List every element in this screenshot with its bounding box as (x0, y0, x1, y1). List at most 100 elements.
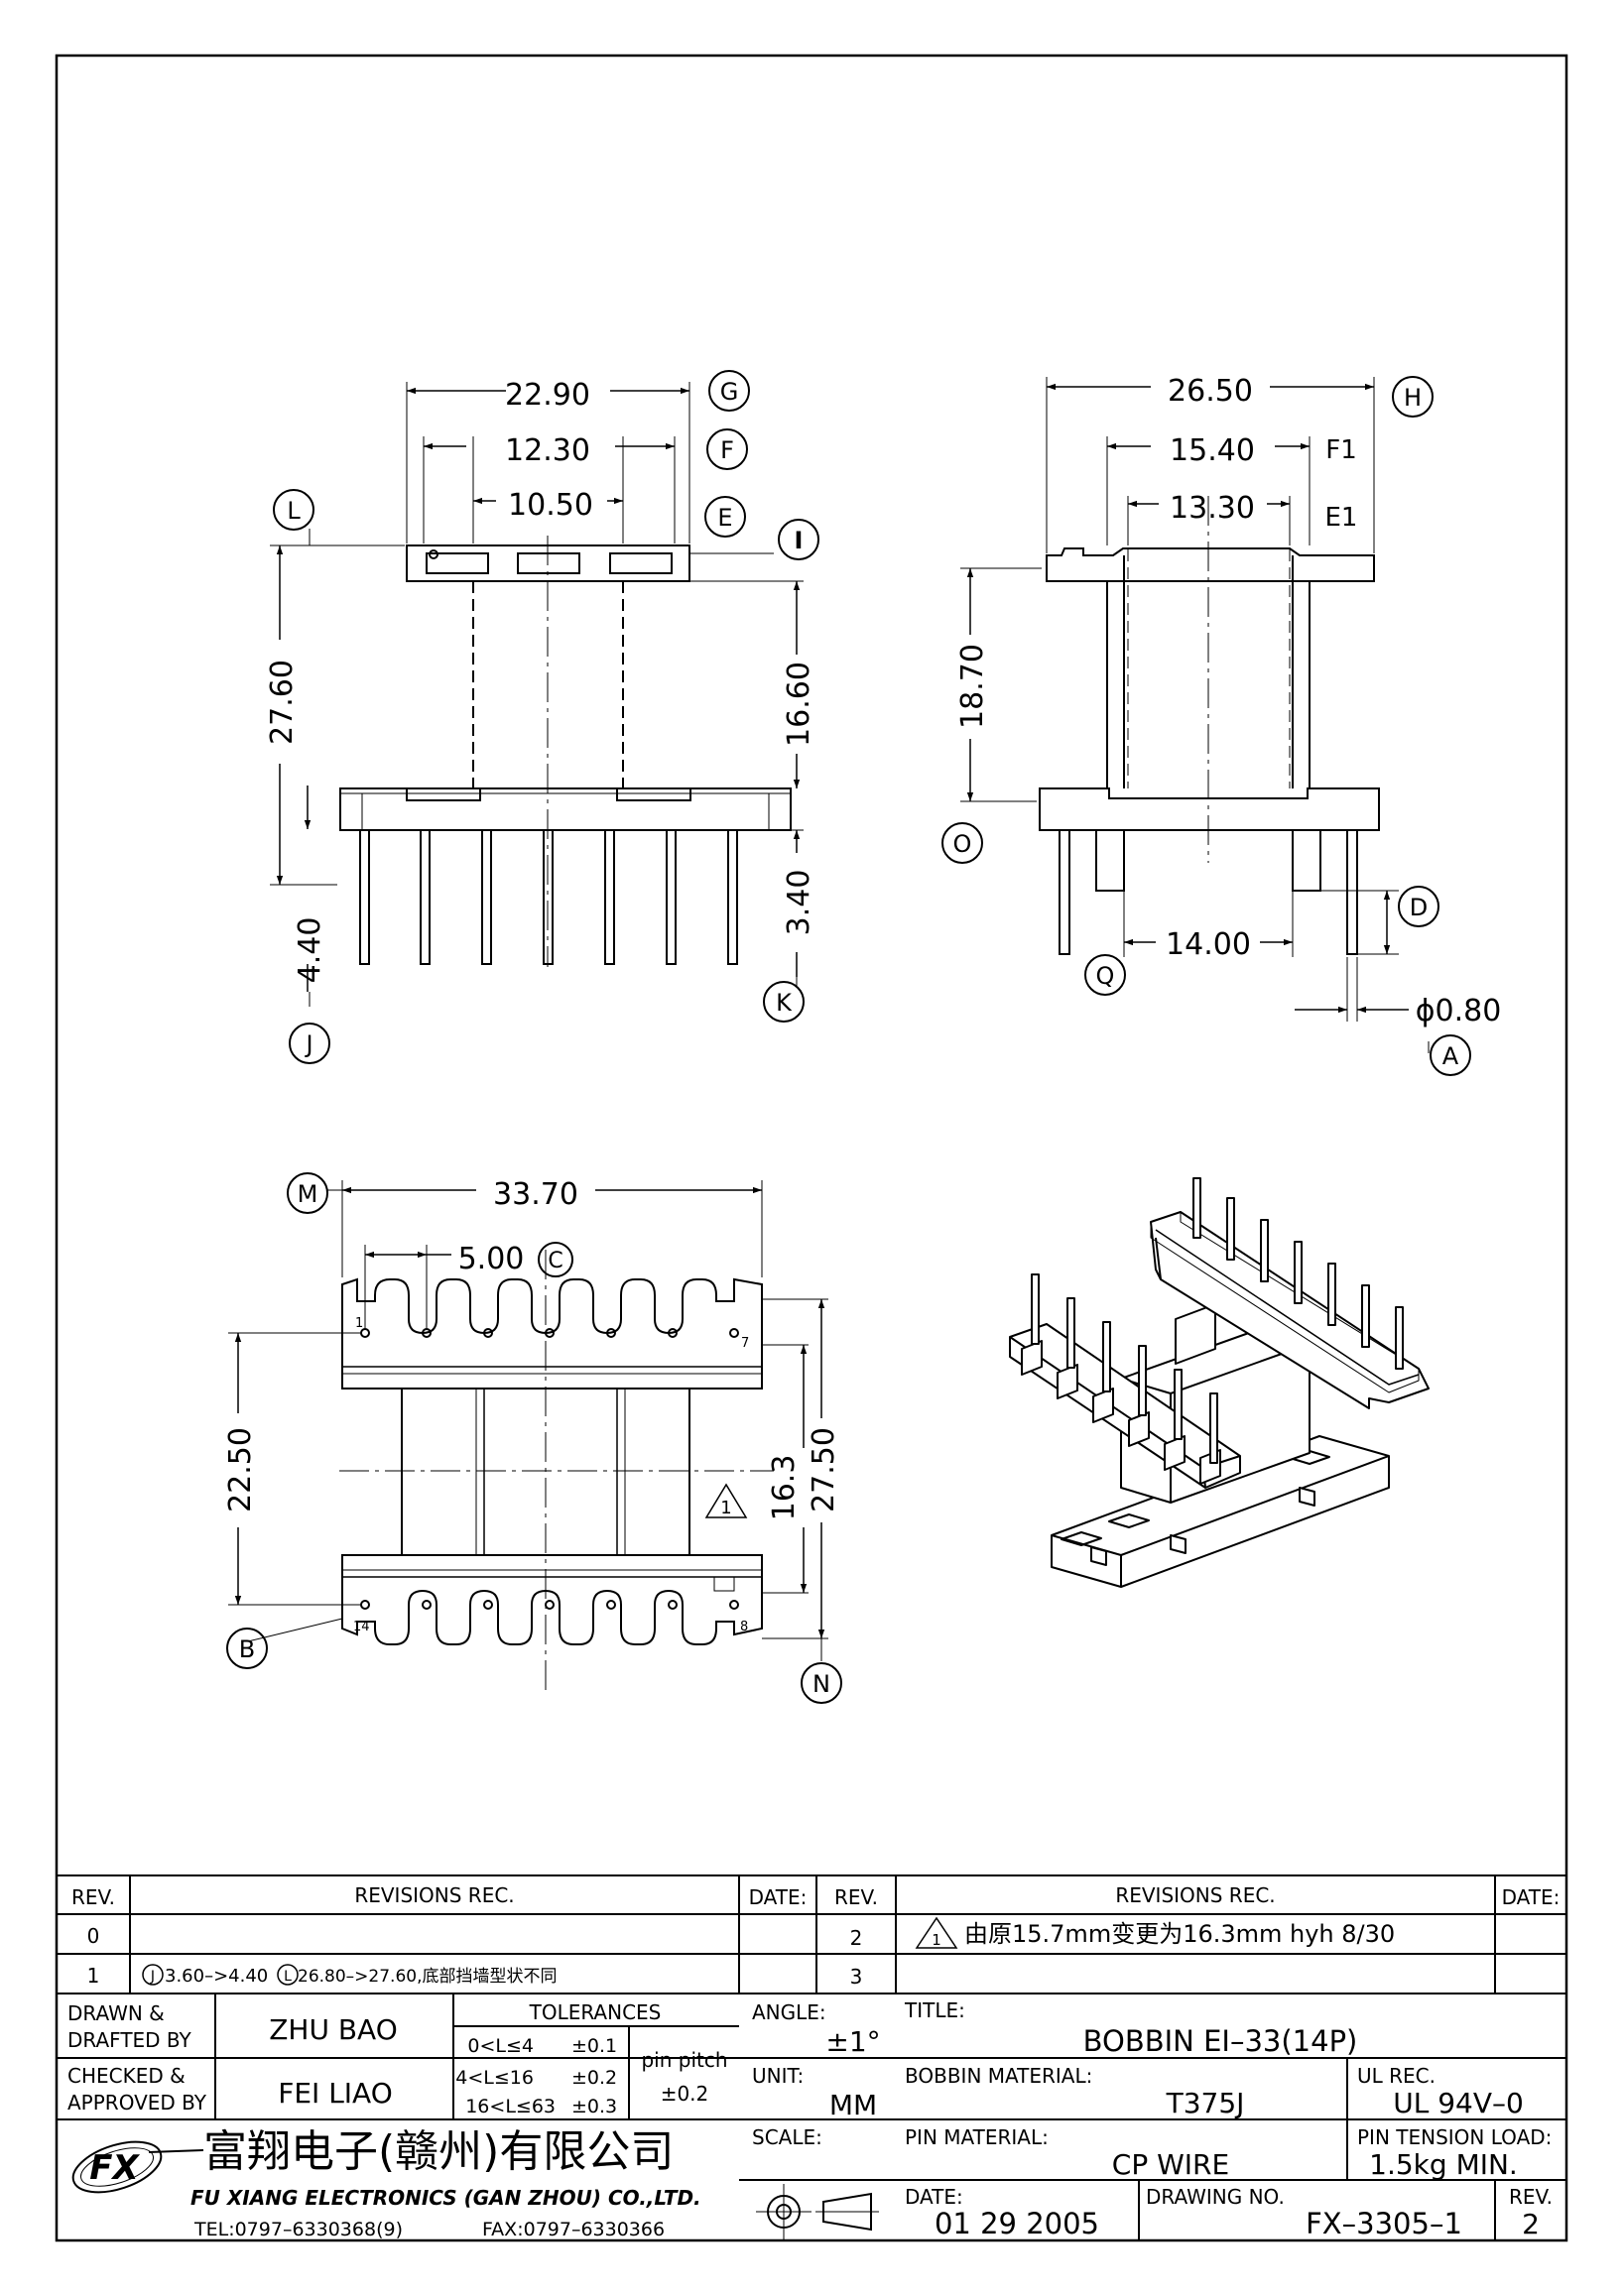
title-block: DRAWN & DRAFTED BY ZHU BAO CHECKED & APP… (67, 1998, 1553, 2240)
ul-rec-value: UL 94V–0 (1393, 2087, 1524, 2119)
side-base (1039, 787, 1380, 831)
callout-l: L (287, 497, 301, 525)
pin-label-1: 1 (355, 1316, 363, 1331)
drawn-label-line-2: DRAFTED BY (67, 2028, 192, 2052)
ul-rec-label: UL REC. (1357, 2064, 1436, 2088)
rec-header-right: REVISIONS REC. (1115, 1883, 1275, 1907)
callout-q: Q (1096, 962, 1115, 990)
tolerance-range-3: 16<L≤63 (465, 2096, 556, 2117)
front-base-notch-right (616, 787, 691, 801)
title-label: TITLE: (904, 1998, 965, 2022)
rev-row-1-callout-l (277, 1964, 299, 1986)
tolerance-range-2: 4<L≤16 (455, 2067, 534, 2089)
revision-triangle-number: 1 (720, 1498, 731, 1518)
projection-symbol (756, 2184, 879, 2239)
company-tel: TEL:0797–6330368(9) (193, 2219, 403, 2240)
date-value: 01 29 2005 (935, 2207, 1099, 2240)
dim-16-60: 16.60 (782, 662, 816, 747)
bobbin-material-label: BOBBIN MATERIAL: (905, 2064, 1092, 2088)
callout-b: B (239, 1635, 255, 1663)
scale-label: SCALE: (752, 2125, 822, 2149)
side-pin-left (1059, 829, 1070, 955)
rev-row-1-number: 1 (87, 1964, 100, 1988)
pin-pitch-label: pin pitch (641, 2048, 727, 2072)
pin-pitch-value: ±0.2 (661, 2082, 709, 2106)
front-pin (727, 829, 738, 965)
company-logo-text: FX (89, 2148, 140, 2188)
sheet-border (55, 54, 1568, 2242)
dim-26-50: 26.50 (1168, 374, 1253, 409)
rev-value: 2 (1522, 2208, 1540, 2240)
drawn-by-value: ZHU BAO (269, 2013, 398, 2046)
side-standoff-left (1095, 830, 1125, 892)
side-view-labels: 26.50 15.40 13.30 F1 E1 18.70 14.00 ϕ0.8… (953, 374, 1502, 1070)
front-pin (666, 829, 677, 965)
company-block: FX 富翔电子(赣州)有限公司 FU XIANG ELECTRONICS (GA… (71, 2126, 701, 2240)
date-label: DATE: (905, 2185, 963, 2209)
pin-material-label: PIN MATERIAL: (905, 2125, 1049, 2149)
rev-row-1-change-1: 3.60–>4.40 (165, 1966, 268, 1987)
pin-tension-value: 1.5kg MIN. (1369, 2148, 1518, 2181)
side-standoff-right (1292, 830, 1321, 892)
front-top-slot-right (609, 552, 673, 574)
tolerances-label: TOLERANCES (529, 2000, 662, 2024)
rev-header-right: REV. (834, 1885, 878, 1909)
company-name-cn: 富翔电子(赣州)有限公司 (203, 2126, 674, 2177)
dim-14-00: 14.00 (1166, 927, 1251, 962)
callout-n: N (812, 1670, 830, 1698)
dim-16-3: 16.3 (767, 1455, 802, 1521)
dim-22-50: 22.50 (223, 1427, 258, 1512)
dim-18-70: 18.70 (955, 644, 990, 729)
front-base (339, 787, 792, 831)
dim-22-90: 22.90 (505, 378, 590, 413)
pin-label-7: 7 (741, 1336, 749, 1351)
drawn-label-line-1: DRAWN & (67, 2001, 165, 2025)
front-pin (481, 829, 492, 965)
side-top-flange (1046, 547, 1375, 582)
callout-f: F (720, 436, 734, 464)
company-fax: FAX:0797–6330366 (482, 2219, 665, 2240)
checked-label-line-2: APPROVED BY (67, 2091, 207, 2115)
drawing-no-value: FX–3305–1 (1306, 2207, 1462, 2240)
tolerance-value-1: ±0.1 (571, 2035, 617, 2057)
dim-3-40: 3.40 (782, 870, 816, 936)
pin-label-14: 14 (353, 1620, 370, 1634)
front-pin (604, 829, 615, 965)
angle-value: ±1° (825, 2025, 880, 2058)
bottom-bottom-flange (341, 1554, 763, 1645)
iso-rail-pins (1192, 1177, 1404, 1370)
callout-j: J (304, 1030, 312, 1058)
callout-f1: F1 (1325, 435, 1357, 465)
rev-row-1-callout-j (142, 1964, 164, 1986)
checked-label-line-1: CHECKED & (67, 2064, 186, 2088)
dim-27-60: 27.60 (265, 660, 300, 745)
dim-15-40: 15.40 (1170, 433, 1255, 468)
tolerance-range-1: 0<L≤4 (467, 2035, 534, 2057)
callout-e: E (717, 504, 732, 532)
rev-row-2-change: 由原15.7mm变更为16.3mm hyh 8/30 (964, 1920, 1395, 1948)
bottom-view-labels: 33.70 5.00 22.50 16.3 27.50 M C B N 1 7 … (223, 1177, 841, 1698)
rev-row-2-triangle (915, 1916, 958, 1949)
date-header-right: DATE: (1502, 1885, 1561, 1909)
rev-row-1-change-2: 26.80–>27.60,底部挡墙型状不同 (298, 1967, 557, 1987)
rev-row-2-triangle-number: 1 (932, 1931, 941, 1949)
title-value: BOBBIN EI–33(14P) (1083, 2024, 1358, 2058)
unit-value: MM (829, 2089, 877, 2121)
dim-12-30: 12.30 (505, 433, 590, 468)
side-view (941, 376, 1471, 1076)
company-logo (71, 2140, 204, 2194)
side-pin-right (1346, 829, 1358, 955)
callout-a: A (1442, 1042, 1459, 1070)
tolerance-value-2: ±0.2 (571, 2067, 617, 2089)
dim-dia-0-80: ϕ0.80 (1416, 994, 1502, 1028)
front-view (270, 370, 819, 1064)
rec-header-left: REVISIONS REC. (354, 1883, 514, 1907)
unit-label: UNIT: (752, 2064, 804, 2088)
checked-by-value: FEI LIAO (278, 2077, 393, 2110)
bobbin-material-value: T375J (1166, 2087, 1245, 2119)
rev-row-1-callout-j-text: J (150, 1969, 155, 1985)
bottom-top-flange (341, 1277, 763, 1390)
iso-left-pins (1031, 1273, 1218, 1464)
front-base-notch-left (406, 787, 481, 801)
